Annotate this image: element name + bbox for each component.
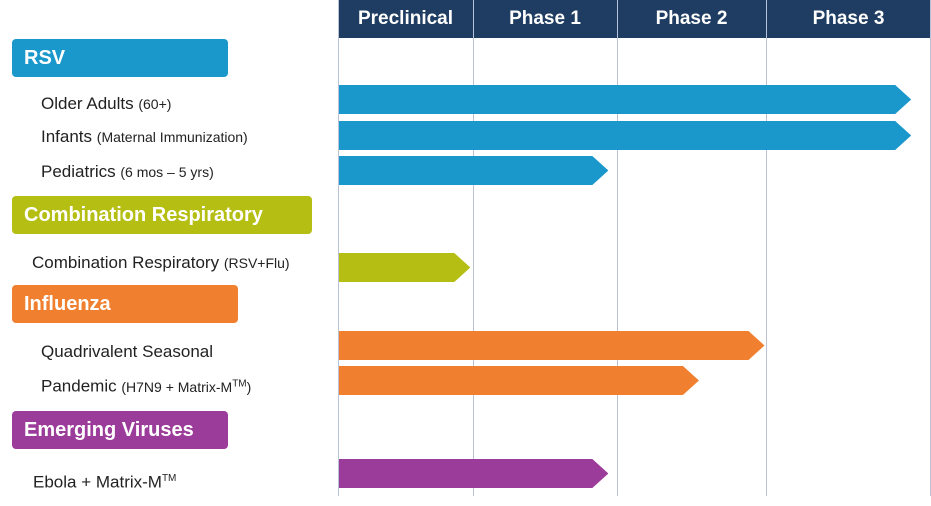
program-label-combination-respiratory: Combination Respiratory (RSV+Flu) — [32, 253, 290, 272]
progress-bar-combination-respiratory — [339, 253, 470, 282]
phase-gridline — [617, 0, 618, 496]
progress-bar-infants — [339, 121, 911, 150]
category-label: RSV — [24, 46, 66, 69]
phase-header-phase-3: Phase 3 — [812, 8, 885, 29]
progress-bar-quadrivalent-seasonal — [339, 331, 765, 360]
category-rsv: RSV — [12, 39, 228, 77]
category-influenza: Influenza — [12, 285, 238, 323]
program-label-quadrivalent-seasonal: Quadrivalent Seasonal — [41, 342, 214, 361]
progress-bar-pediatrics — [339, 156, 608, 185]
phase-gridline — [338, 0, 339, 496]
category-label: Combination Respiratory — [24, 203, 263, 226]
program-label-infants: Infants (Maternal Immunization) — [41, 127, 248, 146]
phase-gridline — [473, 0, 474, 496]
category-label: Influenza — [24, 292, 111, 315]
category-combination-respiratory: Combination Respiratory — [12, 196, 312, 234]
progress-bar-pandemic — [339, 366, 699, 395]
phase-header-bar — [338, 0, 931, 38]
phase-header-phase-1: Phase 1 — [509, 8, 581, 29]
phase-header-preclinical: Preclinical — [357, 8, 454, 29]
progress-bar-older-adults — [339, 85, 911, 114]
phase-header-phase-2: Phase 2 — [655, 8, 728, 29]
phase-gridline — [766, 0, 767, 496]
program-label-older-adults: Older Adults (60+) — [41, 94, 172, 113]
category-label: Emerging Viruses — [24, 418, 194, 441]
program-label-pandemic: Pandemic (H7N9 + Matrix-MTM) — [41, 376, 252, 396]
program-label-ebola: Ebola + Matrix-MTM — [33, 472, 177, 492]
program-label-pediatrics: Pediatrics (6 mos – 5 yrs) — [41, 162, 214, 181]
category-emerging-viruses: Emerging Viruses — [12, 411, 228, 449]
progress-bar-ebola — [339, 459, 608, 488]
